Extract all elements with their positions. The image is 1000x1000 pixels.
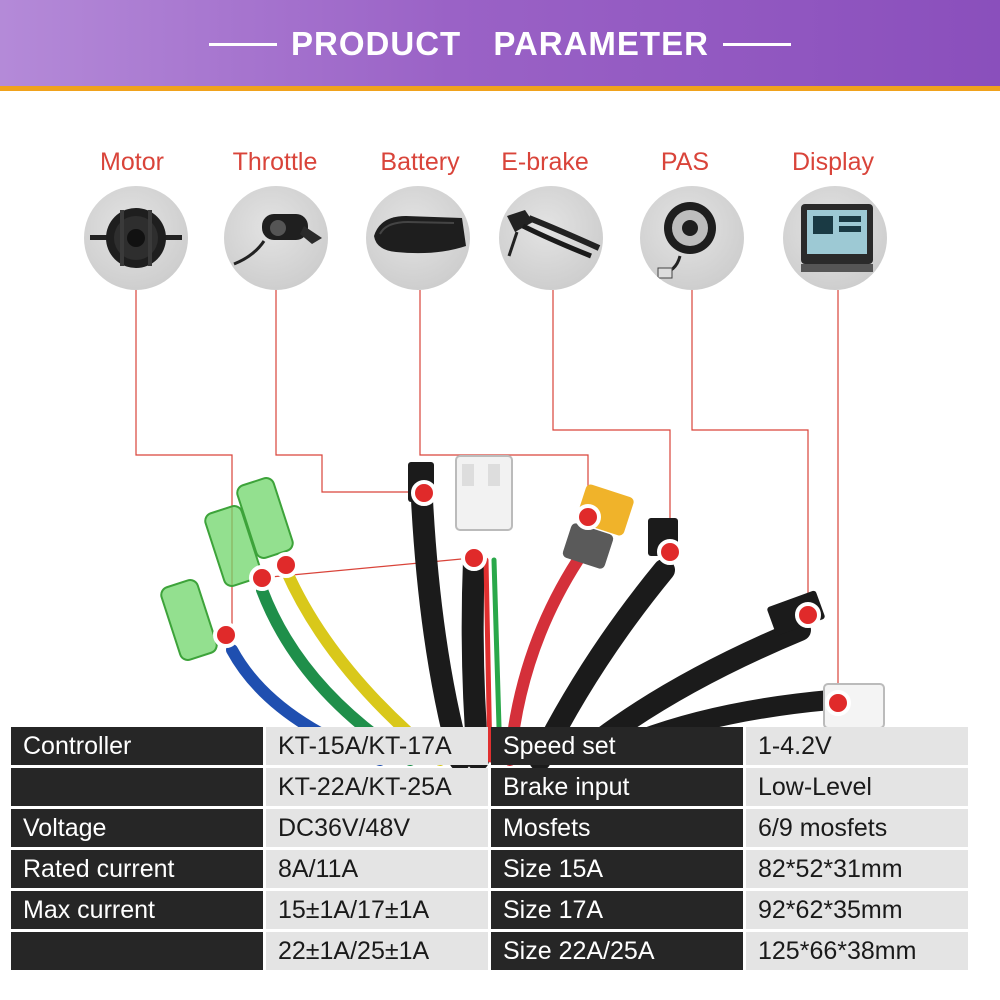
header-title-group: PRODUCT PARAMETER	[0, 22, 1000, 66]
spec-label: Speed set	[491, 727, 743, 765]
spec-label: Voltage	[11, 809, 263, 847]
spec-label: Brake input	[491, 768, 743, 806]
table-row: 22±1A/25±1A Size 22A/25A 125*66*38mm	[11, 932, 968, 970]
spec-label	[11, 932, 263, 970]
table-row: KT-22A/KT-25A Brake input Low-Level	[11, 768, 968, 806]
component-label-motor: Motor	[100, 148, 164, 176]
title-left-rule	[209, 42, 278, 46]
component-label-pas: PAS	[660, 148, 710, 176]
battery-icon	[366, 186, 470, 290]
component-label-throttle: Throttle	[232, 148, 318, 176]
spec-label: Size 22A/25A	[491, 932, 743, 970]
spec-label: Size 17A	[491, 891, 743, 929]
pas-sensor-icon	[640, 186, 744, 290]
page-title: PRODUCT PARAMETER	[291, 25, 709, 62]
spec-value: 15±1A/17±1A	[266, 891, 488, 929]
table-row: Controller KT-15A/KT-17A Speed set 1-4.2…	[11, 727, 968, 765]
spec-label: Size 15A	[491, 850, 743, 888]
spec-value: 92*62*35mm	[746, 891, 968, 929]
lcd-display-icon	[783, 186, 887, 290]
table-row: Voltage DC36V/48V Mosfets 6/9 mosfets	[11, 809, 968, 847]
spec-label: Max current	[11, 891, 263, 929]
spec-value: 125*66*38mm	[746, 932, 968, 970]
component-label-battery: Battery	[380, 148, 460, 176]
table-row: Rated current 8A/11A Size 15A 82*52*31mm	[11, 850, 968, 888]
spec-value: 22±1A/25±1A	[266, 932, 488, 970]
table-row: Max current 15±1A/17±1A Size 17A 92*62*3…	[11, 891, 968, 929]
motor-icon	[84, 186, 188, 290]
title-right-rule	[722, 42, 791, 46]
spec-value: KT-22A/KT-25A	[266, 768, 488, 806]
brake-lever-icon	[499, 186, 603, 290]
spec-label: Mosfets	[491, 809, 743, 847]
spec-label: Controller	[11, 727, 263, 765]
spec-value: 82*52*31mm	[746, 850, 968, 888]
spec-value: DC36V/48V	[266, 809, 488, 847]
header-banner	[0, 0, 1000, 86]
component-label-ebrake: E-brake	[501, 148, 589, 176]
component-label-display: Display	[792, 148, 874, 176]
parameter-table: Controller KT-15A/KT-17A Speed set 1-4.2…	[8, 724, 971, 973]
spec-value: KT-15A/KT-17A	[266, 727, 488, 765]
header-stripe	[0, 86, 1000, 91]
spec-value: 6/9 mosfets	[746, 809, 968, 847]
spec-value: Low-Level	[746, 768, 968, 806]
spec-label: Rated current	[11, 850, 263, 888]
spec-value: 1-4.2V	[746, 727, 968, 765]
spec-label	[11, 768, 263, 806]
spec-value: 8A/11A	[266, 850, 488, 888]
throttle-icon	[224, 186, 328, 290]
